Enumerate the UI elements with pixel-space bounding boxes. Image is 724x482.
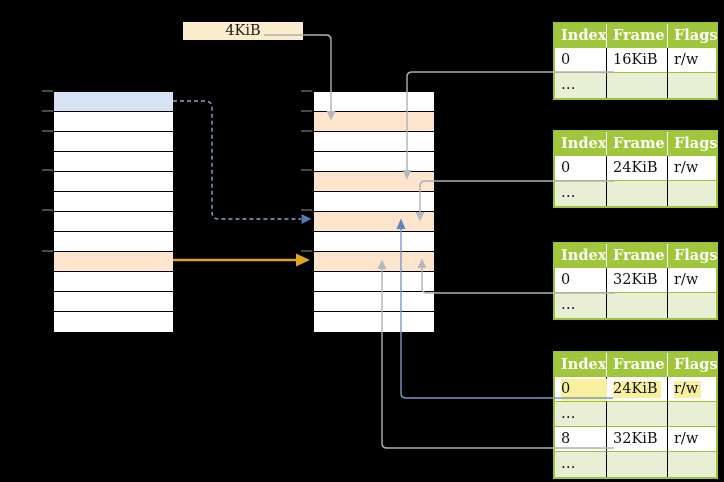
- page-table-3: Index Frame Flags 0 32KiB r/w …: [553, 242, 718, 320]
- left-memory-column: [53, 91, 174, 333]
- memory-cell-peach: [314, 252, 434, 272]
- pt3-cell-flags: r/w: [668, 268, 716, 293]
- memory-cell-white: [54, 312, 173, 332]
- memory-cell-white: [314, 192, 434, 212]
- arrow-virtual-translation-dashed: [173, 100, 312, 224]
- pt2-header-flags: Flags: [668, 132, 718, 156]
- pt3-header-flags: Flags: [668, 244, 718, 268]
- pt1-cell-ellipsis: …: [555, 73, 607, 98]
- memory-cell-white: [54, 132, 173, 152]
- memory-cell-white: [314, 152, 434, 172]
- pt4-cell-index: 8: [555, 427, 607, 452]
- page-table-1: Index Frame Flags 0 16KiB r/w …: [553, 22, 718, 100]
- pt2-cell-ellipsis: …: [555, 181, 607, 206]
- page-table-4: Index Frame Flags 0 24KiB r/w … 8 32KiB …: [553, 351, 718, 479]
- memory-cell-white: [54, 272, 173, 292]
- pt1-cell-index: 0: [555, 48, 607, 73]
- highlight-mark: 24KiB: [613, 381, 661, 398]
- pt2-header-index: Index: [555, 132, 607, 156]
- memory-cell-white: [314, 232, 434, 252]
- pt2-cell-empty: [607, 181, 668, 206]
- memory-cell-white: [314, 92, 434, 112]
- pt1-cell-flags: r/w: [668, 48, 716, 73]
- page-size-label: 4KiB: [183, 22, 303, 40]
- pt4-cell-ellipsis: …: [555, 402, 607, 427]
- highlight-mark: 0: [561, 379, 608, 401]
- memory-cell-peach: [314, 112, 434, 132]
- pt2-header-frame: Frame: [607, 132, 668, 156]
- memory-cell-white: [54, 112, 173, 132]
- memory-cell-blue: [54, 92, 173, 112]
- pt4-cell-flags: r/w: [668, 427, 716, 452]
- memory-cell-white: [314, 272, 434, 292]
- memory-cell-white: [314, 292, 434, 312]
- pt3-header-frame: Frame: [607, 244, 668, 268]
- memory-cell-white: [314, 132, 434, 152]
- memory-cell-white: [54, 152, 173, 172]
- pt3-cell-empty: [607, 293, 668, 318]
- pt1-cell-frame: 16KiB: [607, 48, 668, 73]
- pt2-cell-frame: 24KiB: [607, 156, 668, 181]
- pt3-cell-index: 0: [555, 268, 607, 293]
- pt4-cell-frame-highlighted: 24KiB: [607, 377, 668, 402]
- pt4-header-index: Index: [555, 353, 607, 377]
- page-table-2: Index Frame Flags 0 24KiB r/w …: [553, 130, 718, 208]
- memory-cell-white: [54, 172, 173, 192]
- pt1-header-flags: Flags: [668, 24, 718, 48]
- middle-memory-column: [313, 91, 435, 333]
- pt3-header-index: Index: [555, 244, 607, 268]
- memory-cell-white: [54, 292, 173, 312]
- pt4-cell-frame: 32KiB: [607, 427, 668, 452]
- pt4-header-frame: Frame: [607, 353, 668, 377]
- memory-cell-white: [54, 192, 173, 212]
- memory-cell-peach: [54, 252, 173, 272]
- memory-cell-white: [54, 212, 173, 232]
- pt3-cell-empty: [668, 293, 716, 318]
- memory-cell-peach: [314, 172, 434, 192]
- pt4-cell-index-highlighted: 0: [555, 377, 608, 402]
- pt1-cell-empty: [668, 73, 716, 98]
- pt4-cell-ellipsis: …: [555, 452, 607, 477]
- pt4-cell-empty: [668, 402, 716, 427]
- memory-cell-peach: [314, 212, 434, 232]
- pt3-cell-frame: 32KiB: [607, 268, 668, 293]
- pt2-cell-flags: r/w: [668, 156, 716, 181]
- pt4-header-flags: Flags: [668, 353, 718, 377]
- pt4-cell-empty: [668, 452, 716, 477]
- arrow-virtual-page-mapping-orange: [173, 253, 310, 267]
- memory-cell-white: [314, 312, 434, 332]
- pt4-cell-empty: [607, 452, 668, 477]
- pt4-cell-empty: [607, 402, 668, 427]
- pt2-cell-empty: [668, 181, 716, 206]
- pt4-cell-flags-highlighted: r/w: [668, 377, 716, 402]
- highlight-mark: r/w: [674, 381, 702, 398]
- pt1-header-frame: Frame: [607, 24, 668, 48]
- pt1-cell-empty: [607, 73, 668, 98]
- pt3-cell-ellipsis: …: [555, 293, 607, 318]
- pt1-header-index: Index: [555, 24, 607, 48]
- memory-cell-white: [54, 232, 173, 252]
- pt2-cell-index: 0: [555, 156, 607, 181]
